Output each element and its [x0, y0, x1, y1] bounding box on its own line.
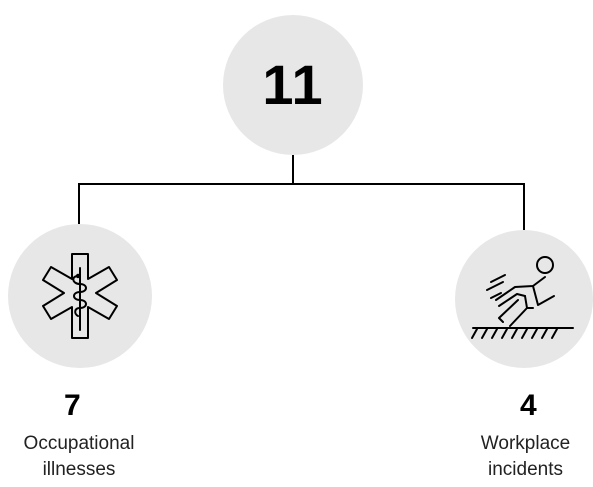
total-node: 11 — [223, 15, 363, 155]
occupational-illnesses-label-line1: Occupational — [23, 433, 135, 454]
total-value: 11 — [262, 53, 324, 116]
workplace-incidents-label: Workplace incidents — [458, 431, 593, 483]
slip-and-fall-icon — [471, 256, 574, 339]
occupational-illnesses-value: 7 — [64, 389, 81, 422]
workplace-incidents-label-line2: incidents — [488, 459, 563, 480]
occupational-illnesses-label: Occupational illnesses — [0, 431, 158, 483]
occupational-illnesses-node — [8, 224, 152, 368]
occupational-illnesses-label-line2: illnesses — [42, 459, 116, 480]
workplace-incidents-value: 4 — [520, 389, 537, 422]
workplace-incidents-node — [455, 230, 593, 368]
workplace-incidents-label-line1: Workplace — [480, 433, 571, 454]
medical-star-of-life-icon — [42, 253, 118, 339]
